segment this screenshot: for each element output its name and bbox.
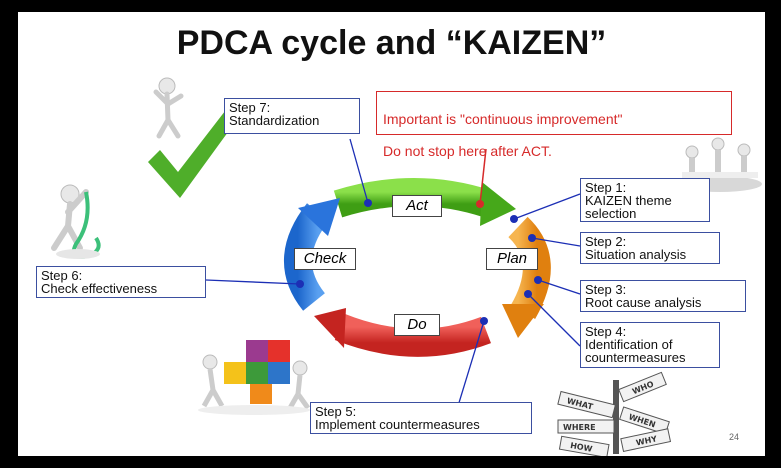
page-number: 24 — [728, 432, 739, 442]
do-arc — [334, 313, 491, 357]
act-arrowhead — [480, 182, 516, 226]
measuring-figure-illustration — [51, 184, 101, 259]
step-6-box: Step 6: Check effectiveness — [36, 266, 206, 298]
step-7-box: Step 7: Standardization — [224, 98, 360, 134]
signpost-illustration: WHAT WHO WHERE WHEN HOW — [557, 371, 672, 456]
do-arrowhead — [314, 308, 346, 348]
sign-how: HOW — [569, 441, 593, 454]
phase-check-label: Check — [294, 248, 356, 270]
step-2-box: Step 2: Situation analysis — [580, 232, 720, 264]
step-4-box: Step 4: Identification of countermeasure… — [580, 322, 720, 368]
slide-title: PDCA cycle and “KAIZEN” — [176, 24, 607, 62]
sign-why: WHY — [635, 434, 658, 447]
sign-where: WHERE — [563, 423, 596, 432]
act-arc — [333, 178, 493, 218]
slide-canvas: PDCA cycle and “KAIZEN” — [18, 12, 765, 456]
step-1-box: Step 1: KAIZEN theme selection — [580, 178, 710, 222]
step-3-box: Step 3: Root cause analysis — [580, 280, 746, 312]
note-line-1: Important is "continuous improvement" — [383, 111, 623, 127]
phase-do-label: Do — [394, 314, 440, 336]
note-connector — [479, 148, 487, 205]
continuous-improvement-note: Important is "continuous improvement" Do… — [376, 91, 732, 159]
note-line-2: Do not stop here after ACT. — [383, 143, 552, 159]
step-5-box: Step 5: Implement countermeasures — [310, 402, 532, 434]
puzzle-figures-illustration — [198, 340, 311, 415]
connectors — [205, 138, 581, 407]
phase-act-label: Act — [392, 195, 442, 217]
connector-dots — [296, 199, 542, 325]
plan-arrowhead — [502, 304, 544, 338]
phase-plan-label: Plan — [486, 248, 538, 270]
checkmark-figure-illustration — [148, 77, 244, 198]
check-arrowhead — [298, 198, 340, 236]
